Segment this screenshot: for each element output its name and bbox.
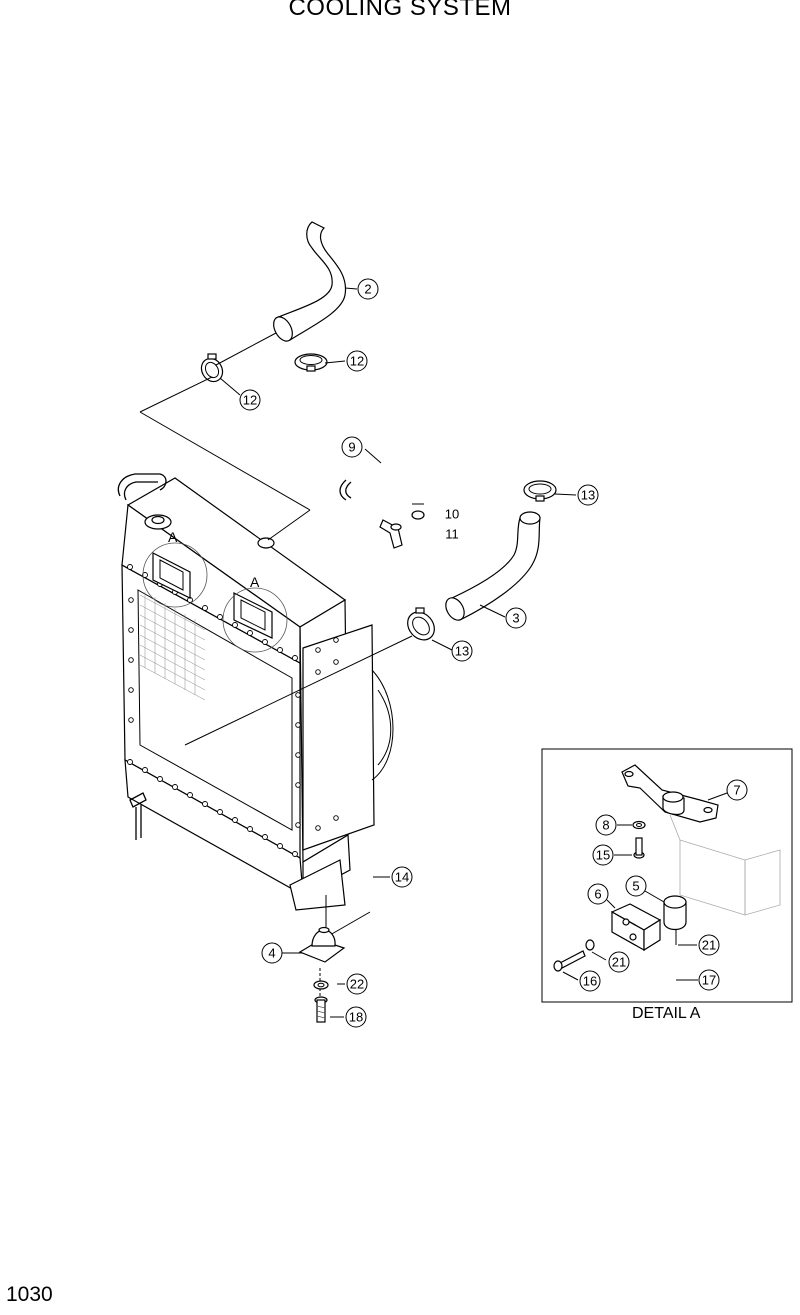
svg-text:17: 17 [702, 973, 716, 988]
svg-text:12: 12 [243, 393, 257, 408]
hose-clamp-13b [407, 607, 435, 641]
callout-18: 18 [345, 1006, 367, 1028]
radiator-assembly [117, 473, 394, 911]
callout-11: 11 [445, 527, 459, 542]
callout-12-left: 12 [239, 389, 261, 411]
page-number: 1030 [6, 1283, 53, 1306]
svg-text:15: 15 [596, 848, 610, 863]
svg-text:12: 12 [350, 354, 364, 369]
svg-text:9: 9 [348, 440, 355, 455]
upper-hose-part-2 [273, 221, 347, 342]
svg-text:8: 8 [602, 818, 609, 833]
callout-3: 3 [505, 607, 527, 629]
svg-text:14: 14 [395, 870, 409, 885]
callout-21-left: 21 [608, 951, 630, 973]
callout-7: 7 [726, 779, 748, 801]
svg-text:3: 3 [512, 611, 519, 626]
svg-text:2: 2 [364, 282, 371, 297]
elbow-fitting-part-11 [379, 519, 403, 549]
callout-15: 15 [592, 844, 614, 866]
svg-text:4: 4 [268, 946, 275, 961]
callout-14: 14 [391, 866, 413, 888]
view-mark-a-1: A [168, 529, 178, 545]
callout-21-right: 21 [698, 934, 720, 956]
detail-a-frame [541, 748, 793, 1003]
hose-clamp-12a [200, 353, 224, 383]
svg-text:22: 22 [350, 977, 364, 992]
callout-16: 16 [579, 970, 601, 992]
svg-text:13: 13 [455, 644, 469, 659]
callout-6: 6 [587, 883, 609, 905]
callout-8: 8 [595, 814, 617, 836]
callout-12-right: 12 [346, 350, 368, 372]
mount-rubber-part-4 [298, 926, 346, 963]
callout-2: 2 [357, 278, 379, 300]
callout-5: 5 [625, 875, 647, 897]
callout-17: 17 [698, 969, 720, 991]
svg-text:21: 21 [612, 955, 626, 970]
callout-4: 4 [261, 942, 283, 964]
callout-10: 10 [445, 507, 459, 522]
callout-13-bottom: 13 [451, 640, 473, 662]
svg-text:5: 5 [632, 879, 639, 894]
svg-text:18: 18 [349, 1010, 363, 1025]
lower-hose-part-3 [445, 511, 541, 621]
hose-clamp-13a [523, 480, 557, 502]
callout-13-top: 13 [577, 484, 599, 506]
callout-22: 22 [346, 973, 368, 995]
page-title: COOLING SYSTEM [288, 0, 512, 21]
callout-9: 9 [341, 436, 363, 458]
hose-part-9 [339, 479, 347, 501]
view-mark-a-2: A [250, 574, 260, 590]
svg-text:21: 21 [702, 938, 716, 953]
svg-text:6: 6 [594, 887, 601, 902]
hose-clamp-12b [294, 353, 328, 372]
detail-a-label: DETAIL A [632, 1005, 701, 1022]
svg-text:16: 16 [583, 974, 597, 989]
svg-text:13: 13 [581, 488, 595, 503]
detail-a-drawing [553, 764, 781, 981]
cap-part-10 [411, 503, 425, 520]
bolt-part-18 [314, 996, 328, 1023]
svg-text:7: 7 [733, 783, 740, 798]
washer-part-22 [313, 980, 329, 990]
